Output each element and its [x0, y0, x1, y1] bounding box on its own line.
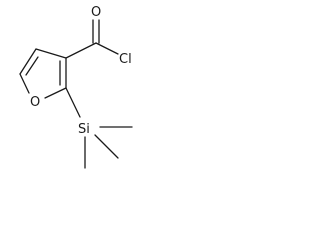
bond-c4-c5-inner	[25, 56, 39, 76]
bond-c2-si	[65, 87, 81, 118]
bond-c3-c4	[35, 48, 67, 59]
bond-c3-carbonyl	[65, 42, 97, 59]
bond-carbonyl-cl	[95, 42, 119, 55]
chlorine-label: Cl	[119, 52, 132, 67]
silicon-label: Si	[78, 122, 90, 137]
bond-c5-o1	[19, 73, 30, 94]
carbonyl-oxygen-label: O	[91, 5, 101, 20]
molecule-drawing: O Cl O Si	[19, 5, 133, 169]
bond-o1-c2	[44, 87, 67, 99]
bond-si-methyl-mid	[94, 134, 119, 159]
structure-diagram: O Cl O Si	[0, 0, 148, 178]
bond-c4-c5	[19, 48, 37, 75]
ring-oxygen-label: O	[30, 95, 40, 110]
